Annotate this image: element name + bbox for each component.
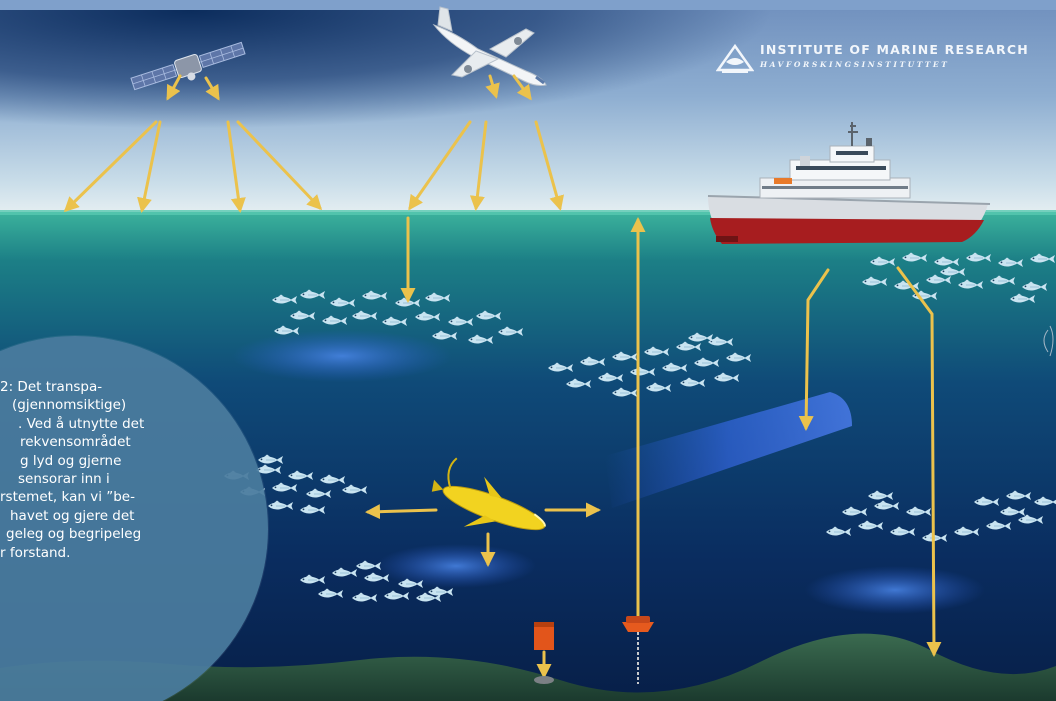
satellite-icon xyxy=(130,41,246,91)
caption-line: g lyd og gjerne xyxy=(20,452,122,469)
figure-caption: 2: Det transpa- (gjennomsiktige) . Ved å… xyxy=(0,378,200,562)
caption-line: rstemet, kan vi ”be- xyxy=(0,489,135,506)
caption-line: havet og gjere det xyxy=(10,507,135,524)
institute-logo-icon xyxy=(716,43,754,73)
caption-line: r forstand. xyxy=(0,544,71,561)
caption-line: rekvensområdet xyxy=(20,434,131,451)
caption-line: geleg og begripeleg xyxy=(6,526,142,543)
caption-line: 2: Det transpa- xyxy=(0,379,103,395)
mooring-buoy-icon xyxy=(622,616,654,684)
caption-line: (gjennomsiktige) xyxy=(12,397,127,414)
caption-line: sensorar inn i xyxy=(18,471,110,488)
caption-line: . Ved å utnytte det xyxy=(18,415,145,432)
signal-arrows xyxy=(63,74,942,679)
bottom-lander-icon xyxy=(534,622,554,684)
airplane-icon xyxy=(432,6,547,86)
institute-name: INSTITUTE OF MARINE RESEARCH xyxy=(760,42,1029,57)
institute-logo: INSTITUTE OF MARINE RESEARCH HAVFORSKING… xyxy=(716,40,1046,80)
institute-subtitle: HAVFORSKINGSINSTITUTTET xyxy=(760,60,950,69)
research-vessel-icon xyxy=(707,122,991,244)
